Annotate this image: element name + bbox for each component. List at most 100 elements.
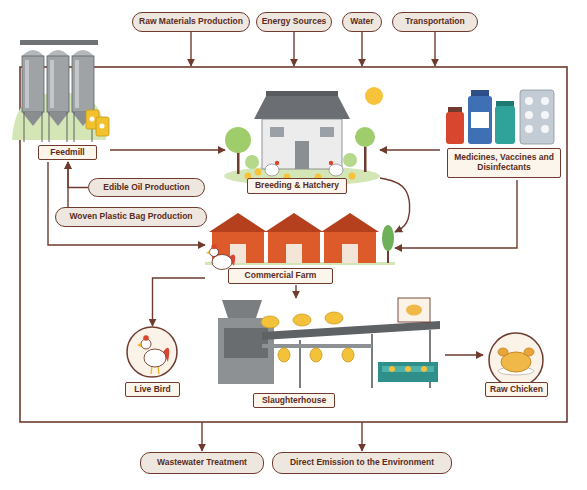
- output-pill: Direct Emission to the Environment: [272, 452, 452, 474]
- silo-dome: [22, 50, 44, 56]
- node-label: Medicines, Vaccines and Disinfectants: [447, 148, 561, 178]
- tree-trunk: [364, 144, 367, 172]
- bush: [245, 155, 259, 169]
- badge-circle: [127, 327, 177, 377]
- pill: [525, 111, 533, 119]
- slaughterhouse-illustration: [218, 298, 440, 388]
- supply-pill: Edible Oil Production: [88, 178, 205, 197]
- barn-roof: [209, 213, 267, 232]
- system-boundary: [20, 67, 567, 422]
- flow-arrow: [445, 354, 483, 355]
- roof: [254, 96, 350, 119]
- live-bird-illustration: [127, 327, 177, 377]
- node-label: Raw Chicken: [485, 382, 548, 397]
- tree-crown: [225, 127, 251, 153]
- input-arrow: [361, 32, 362, 66]
- feed-bag: [96, 117, 109, 136]
- hanging-carcass: [278, 348, 290, 362]
- bird-comb: [143, 335, 149, 341]
- output-arrow: [201, 422, 202, 451]
- machine-panel: [224, 328, 268, 358]
- input-arrow: [434, 32, 435, 66]
- bag-logo: [90, 117, 95, 122]
- conveyor-belt: [262, 321, 440, 340]
- stage-node: Breeding & Hatchery: [225, 80, 380, 195]
- pill: [541, 111, 549, 119]
- boundary-arrows: [191, 32, 435, 451]
- flow-arrow: [110, 149, 225, 150]
- machine-body: [218, 318, 274, 384]
- pill: [525, 97, 533, 105]
- silo-leg: [42, 112, 43, 142]
- jar: [495, 106, 515, 144]
- packaged-chicken: [406, 305, 422, 316]
- conveyor-leg: [371, 334, 373, 388]
- stage-node: Raw Chicken: [483, 333, 550, 398]
- hen: [265, 164, 279, 176]
- barn-door: [286, 244, 302, 263]
- silo-body: [22, 56, 44, 112]
- pill-text: Woven Plastic Bag Production: [69, 212, 192, 222]
- pill-text: Energy Sources: [262, 17, 327, 27]
- tree-crown: [355, 127, 375, 147]
- supply-pill: Woven Plastic Bag Production: [55, 207, 207, 227]
- silo-shine: [50, 60, 54, 108]
- silo-shine: [25, 60, 29, 108]
- input-pill: Energy Sources: [256, 12, 332, 32]
- pill-blister: [520, 90, 554, 144]
- barn-roof: [265, 213, 323, 232]
- pill: [525, 125, 533, 133]
- stage-node: Medicines, Vaccines and Disinfectants: [440, 82, 562, 180]
- package-tray: [398, 298, 430, 322]
- crate-slot: [382, 366, 434, 372]
- flow-arrow: [153, 278, 206, 326]
- silo-dome: [47, 50, 69, 56]
- node-label: Slaughterhouse: [253, 393, 335, 408]
- sun: [365, 87, 383, 105]
- stage-node: Live Bird: [122, 326, 183, 398]
- node-label: Breeding & Hatchery: [247, 178, 347, 194]
- carcass: [261, 316, 279, 328]
- bottle: [446, 112, 464, 144]
- hanging-carcass: [342, 348, 354, 362]
- drumstick: [498, 348, 508, 356]
- silo-cone: [47, 112, 69, 126]
- input-arrow: [293, 32, 294, 66]
- flow-arrow: [380, 149, 440, 150]
- node-label: Commercial Farm: [228, 268, 333, 284]
- input-arrow: [190, 32, 191, 66]
- bottle: [468, 96, 492, 144]
- stage-node: Feedmill: [10, 35, 110, 162]
- crate-chicken: [405, 366, 411, 372]
- hopper: [222, 300, 262, 318]
- rooster-comb: [211, 244, 216, 249]
- tree-crown: [382, 225, 394, 251]
- hatchery-illustration: [224, 87, 383, 186]
- window: [270, 127, 284, 137]
- bottle-tag: [471, 112, 489, 128]
- chick: [349, 173, 356, 180]
- bush: [343, 153, 357, 167]
- silo-legs: [24, 112, 92, 142]
- flow-arrow: [48, 162, 205, 245]
- pill-text: Water: [350, 17, 373, 27]
- silo-body: [72, 56, 94, 112]
- pill: [541, 125, 549, 133]
- output-arrow: [361, 422, 362, 451]
- flow-arrow: [295, 285, 296, 298]
- input-pill: Transportation: [392, 12, 478, 32]
- crate-chicken: [421, 366, 427, 372]
- rooster-beak: [206, 251, 210, 254]
- silo-leg: [49, 112, 50, 142]
- carcass: [325, 312, 343, 324]
- pill-text: Edible Oil Production: [103, 183, 189, 193]
- pill: [541, 97, 549, 105]
- silo-leg: [74, 112, 75, 142]
- drumstick: [524, 348, 534, 356]
- silo-leg: [24, 112, 25, 142]
- bird-leg: [151, 366, 152, 374]
- stage-node: Commercial Farm: [205, 210, 395, 285]
- flow-arrow: [395, 180, 517, 248]
- node-label: Feedmill: [38, 145, 97, 160]
